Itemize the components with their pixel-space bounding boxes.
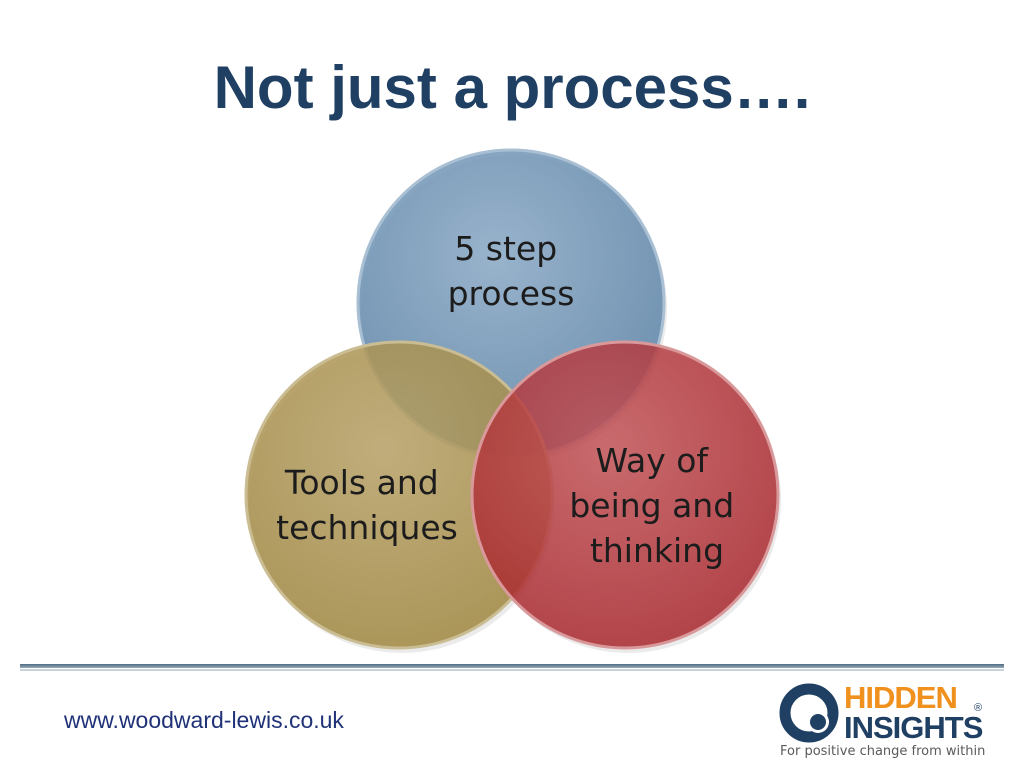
website-link[interactable]: www.woodward-lewis.co.uk: [64, 707, 344, 733]
hidden-insights-logo: HIDDEN ® INSIGHTS For positive change fr…: [778, 680, 1008, 762]
label-process: 5 step process: [448, 229, 575, 313]
footer-divider-thin: [20, 669, 1004, 671]
label-line: 5 step: [454, 229, 557, 268]
label-way: Way of being and thinking: [569, 441, 744, 570]
logo-tagline: For positive change from within: [780, 744, 986, 759]
circle-way: [470, 340, 780, 650]
label-line: Way of: [595, 441, 709, 480]
label-line: process: [448, 274, 575, 313]
label-line: being and: [569, 486, 734, 525]
label-line: techniques: [276, 508, 458, 547]
label-line: Tools and: [284, 463, 439, 502]
label-tools: Tools and techniques: [276, 463, 458, 547]
logo-line-hidden: HIDDEN: [844, 680, 958, 715]
logo-line-insights: INSIGHTS: [844, 710, 983, 745]
logo-mark-icon: [779, 683, 839, 743]
footer-divider: [20, 664, 1004, 668]
label-line: thinking: [590, 531, 724, 570]
logo-registered: ®: [974, 702, 983, 714]
slide-title: Not just a process….: [213, 54, 811, 121]
